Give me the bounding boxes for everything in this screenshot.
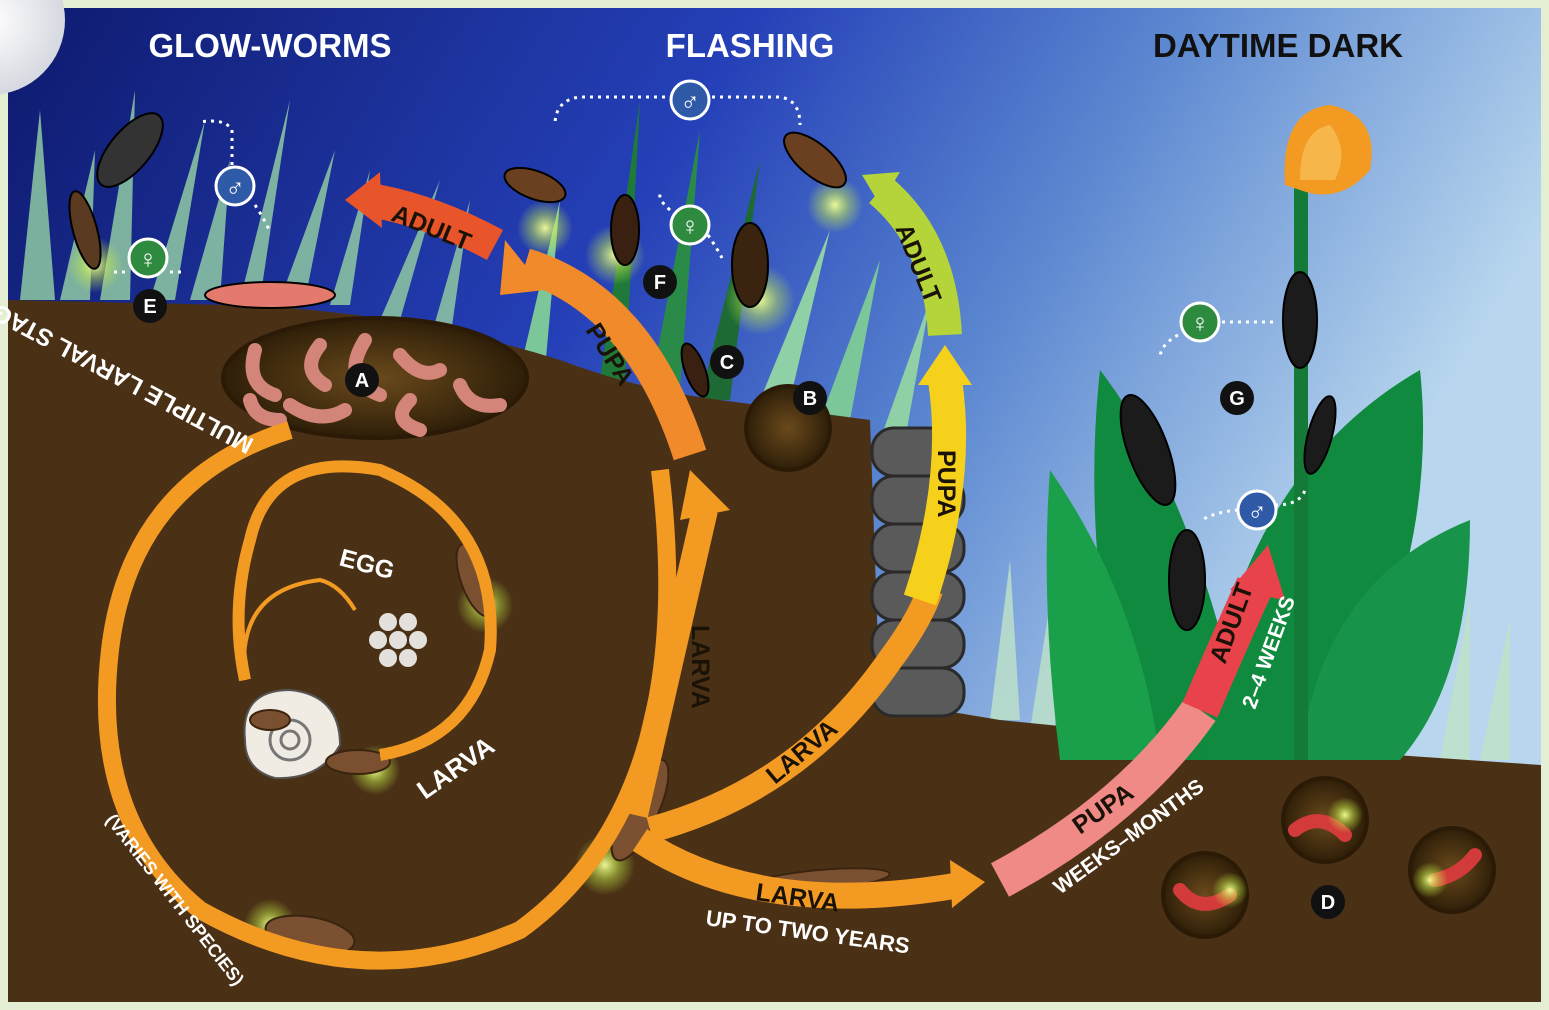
female-icon-flashing: ♀ [671,206,709,244]
label-flashing-pupa-yellow: PUPA [932,450,960,518]
header-flashing: FLASHING [666,27,835,64]
svg-text:♂: ♂ [225,172,245,202]
female-icon-daytime: ♀ [1181,303,1219,341]
marker-g: G [1220,381,1254,415]
svg-text:A: A [355,370,369,392]
male-icon-flashing: ♂ [671,81,709,119]
svg-text:♂: ♂ [1247,496,1267,526]
svg-text:C: C [720,352,734,374]
marker-e: E [133,289,167,323]
male-icon-daytime: ♂ [1238,491,1276,529]
female-icon-glow-worms: ♀ [129,239,167,277]
marker-d: D [1311,885,1345,919]
svg-text:♂: ♂ [680,86,700,116]
svg-text:E: E [143,296,156,318]
marker-b: B [793,381,827,415]
svg-text:♀: ♀ [138,244,158,274]
marker-c: C [710,345,744,379]
svg-text:F: F [654,272,666,294]
svg-text:B: B [803,388,817,410]
svg-text:D: D [1321,892,1335,914]
header-daytime-dark: DAYTIME DARK [1153,27,1403,64]
label-flashing-larva-vertical: LARVA [686,625,714,709]
svg-text:G: G [1229,388,1245,410]
male-icon-glow-worms: ♂ [216,167,254,205]
svg-text:♀: ♀ [1190,308,1210,338]
marker-f: F [643,265,677,299]
marker-a: A [345,363,379,397]
header-glow-worms: GLOW-WORMS [148,27,391,64]
svg-text:♀: ♀ [680,211,700,241]
